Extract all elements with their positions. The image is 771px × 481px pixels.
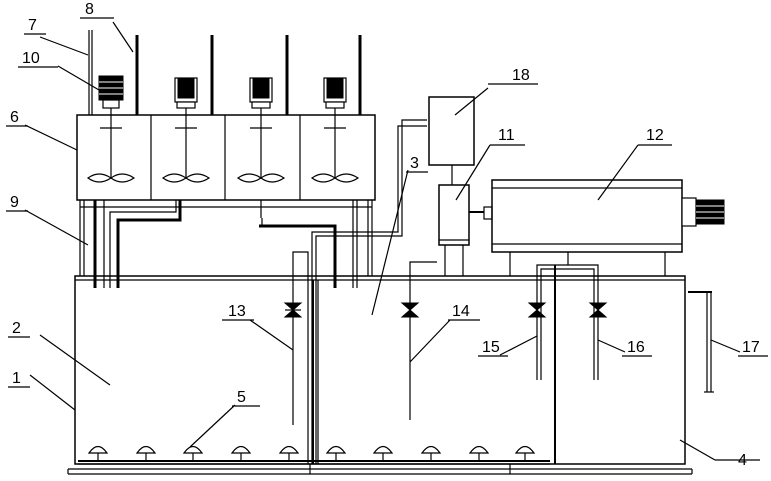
mixer-unit-1 (86, 30, 136, 183)
label-17: 17 (742, 339, 760, 356)
label-12: 12 (646, 127, 664, 144)
label-underlines (6, 17, 768, 461)
aerator (325, 445, 347, 461)
label-6: 6 (10, 109, 19, 126)
filter-unit-11 (438, 184, 493, 276)
part-labels: 1 2 3 4 5 6 7 8 9 10 11 12 13 14 15 16 1… (10, 1, 760, 469)
label-18: 18 (512, 67, 530, 84)
aerator (182, 445, 204, 461)
pipe-14 (400, 261, 437, 420)
dosing-pipes (93, 200, 358, 288)
label-10: 10 (22, 50, 40, 67)
drum-machine-12 (491, 179, 725, 276)
label-11: 11 (498, 127, 515, 144)
aerator (514, 445, 536, 461)
pipes-15-16 (527, 252, 608, 380)
label-16: 16 (627, 339, 645, 356)
aerator (87, 445, 109, 461)
control-box-18 (428, 96, 475, 185)
pipe-13 (283, 119, 427, 464)
aerator (372, 445, 394, 461)
label-2: 2 (12, 320, 21, 337)
label-1: 1 (12, 370, 21, 387)
mixer-unit-3 (210, 35, 286, 183)
dosing-tanks (76, 114, 376, 276)
aerator-row (87, 445, 536, 461)
aerator (278, 445, 300, 461)
aerator (230, 445, 252, 461)
aerator (135, 445, 157, 461)
main-tank (67, 265, 693, 475)
pipe-17 (688, 291, 714, 393)
aerator (468, 445, 490, 461)
label-7: 7 (28, 17, 37, 34)
label-15: 15 (482, 339, 500, 356)
label-3: 3 (410, 155, 419, 172)
label-5: 5 (237, 389, 246, 406)
leader-lines (24, 21, 741, 461)
label-8: 8 (85, 1, 94, 18)
aerator (420, 445, 442, 461)
mixer-unit-2 (135, 35, 211, 183)
label-14: 14 (452, 303, 470, 320)
label-13: 13 (228, 303, 246, 320)
mixer-unit-4 (285, 35, 362, 183)
label-9: 9 (10, 194, 19, 211)
